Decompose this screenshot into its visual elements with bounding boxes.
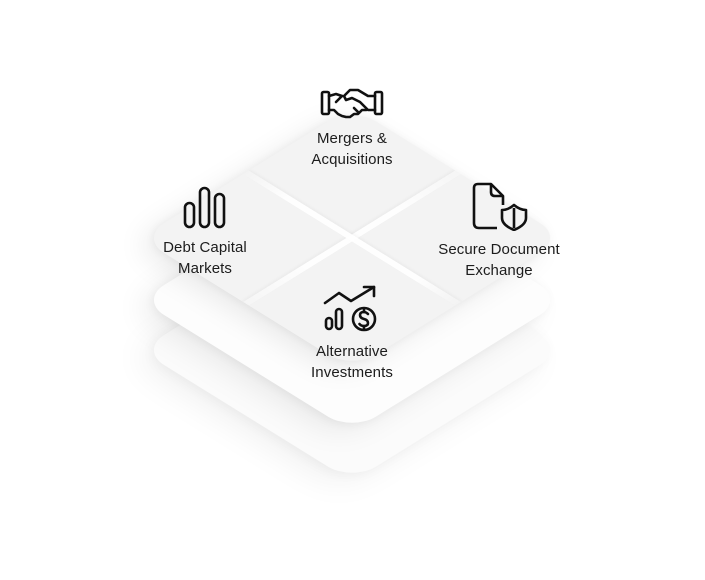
- quadrant-label: Mergers & Acquisitions: [311, 128, 392, 170]
- quadrant-label: Secure Document Exchange: [438, 239, 560, 281]
- quadrant-label: Alternative Investments: [311, 341, 393, 383]
- bar-chart-icon: [183, 186, 226, 229]
- quadrant-secure-document-exchange[interactable]: Secure Document Exchange: [414, 181, 584, 281]
- label-line-1: Debt Capital: [163, 239, 247, 256]
- secure-document-icon: [472, 182, 528, 231]
- growth-dollar-icon: [323, 285, 377, 332]
- label-line-1: Mergers &: [316, 130, 388, 147]
- label-line-2: Exchange: [465, 262, 533, 279]
- label-line-1: Secure Document: [438, 241, 560, 258]
- quadrant-debt-capital-markets[interactable]: Debt Capital Markets: [120, 185, 290, 279]
- quadrant-alternative-investments[interactable]: Alternative Investments: [267, 285, 437, 383]
- quadrant-label: Debt Capital Markets: [163, 237, 247, 279]
- label-line-2: Acquisitions: [311, 151, 393, 168]
- label-line-2: Markets: [177, 260, 233, 277]
- handshake-icon: [320, 88, 384, 119]
- quadrant-mergers-acquisitions[interactable]: Mergers & Acquisitions: [267, 86, 437, 170]
- label-line-1: Alternative: [316, 343, 388, 360]
- label-line-2: Investments: [311, 364, 393, 381]
